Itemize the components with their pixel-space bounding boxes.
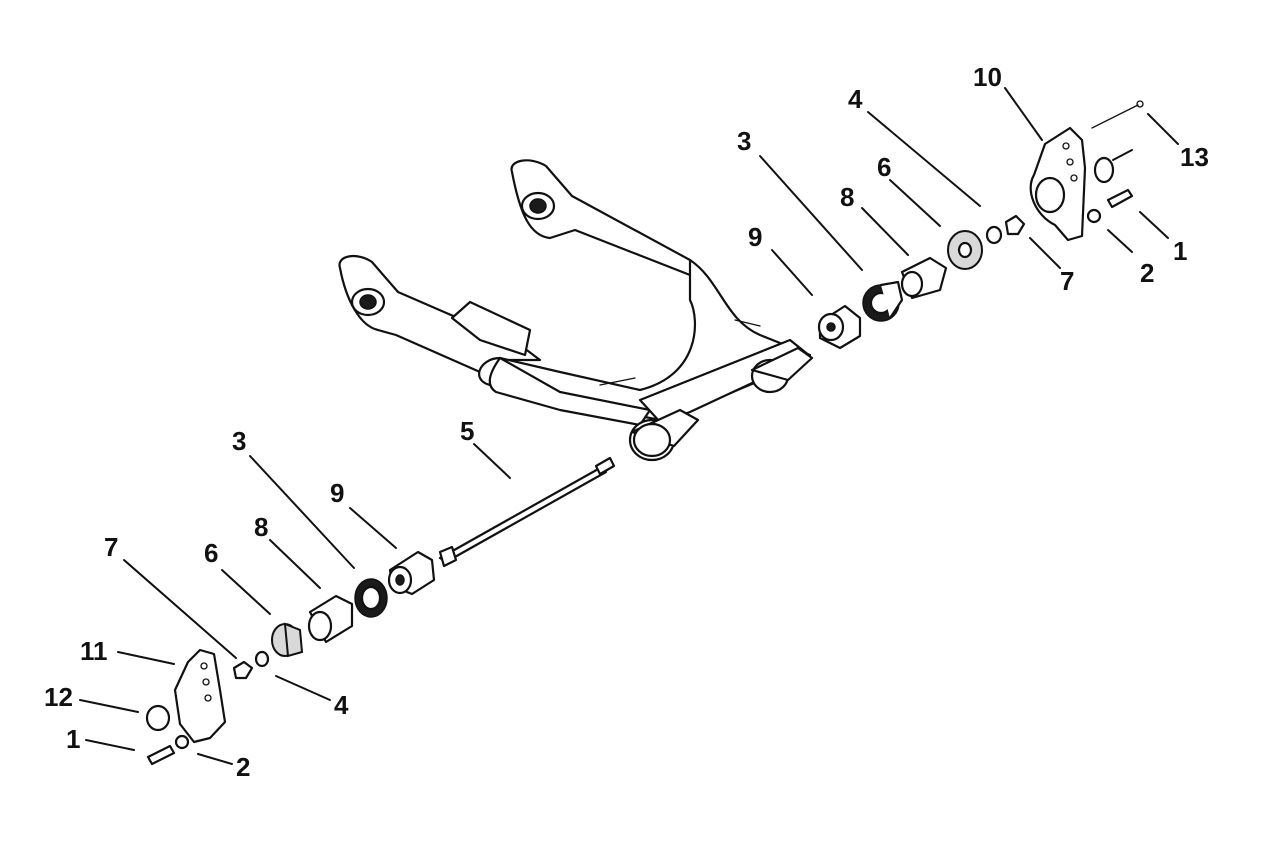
callout-4: 4	[848, 84, 863, 114]
callout-8: 8	[840, 182, 854, 212]
callout-9: 9	[748, 222, 762, 252]
washer2-left	[174, 734, 190, 750]
parts-left	[145, 550, 436, 766]
callout-7: 7	[1060, 266, 1074, 296]
callout-9-bottom: 9	[330, 478, 344, 508]
bracket-left	[173, 648, 227, 744]
nut-left	[232, 660, 254, 680]
parts-right	[817, 100, 1144, 350]
callout-labels: 10 4 13 3 6 8 9 7 2 1 5 3 9 8 6 7 11 12 …	[44, 62, 1209, 782]
callout-4-bottom: 4	[334, 690, 349, 720]
bolt-left	[146, 744, 176, 766]
washer-right	[985, 225, 1003, 245]
callout-12: 12	[44, 682, 73, 712]
pin-right	[1091, 104, 1139, 129]
callout-10: 10	[973, 62, 1002, 92]
callout-2: 2	[1140, 258, 1154, 288]
nut-right	[1004, 214, 1026, 236]
pivot-shaft	[438, 456, 616, 568]
callout-2-bottom: 2	[236, 752, 250, 782]
callout-1: 1	[1173, 236, 1187, 266]
bolt-right	[1106, 188, 1134, 209]
callout-13: 13	[1180, 142, 1209, 172]
swingarm	[338, 159, 814, 462]
callout-3-bottom: 3	[232, 426, 246, 456]
cap-left	[145, 704, 171, 732]
callout-11: 11	[80, 636, 108, 666]
washer-left	[254, 650, 270, 668]
callout-8-bottom: 8	[254, 512, 268, 542]
callout-6-bottom: 6	[204, 538, 218, 568]
callout-3: 3	[737, 126, 751, 156]
callout-5: 5	[460, 416, 474, 446]
callout-6: 6	[877, 152, 891, 182]
callout-7-bottom: 7	[104, 532, 118, 562]
callout-1-bottom: 1	[66, 724, 80, 754]
leader-lines	[79, 87, 1179, 765]
washer2-right	[1086, 208, 1102, 224]
